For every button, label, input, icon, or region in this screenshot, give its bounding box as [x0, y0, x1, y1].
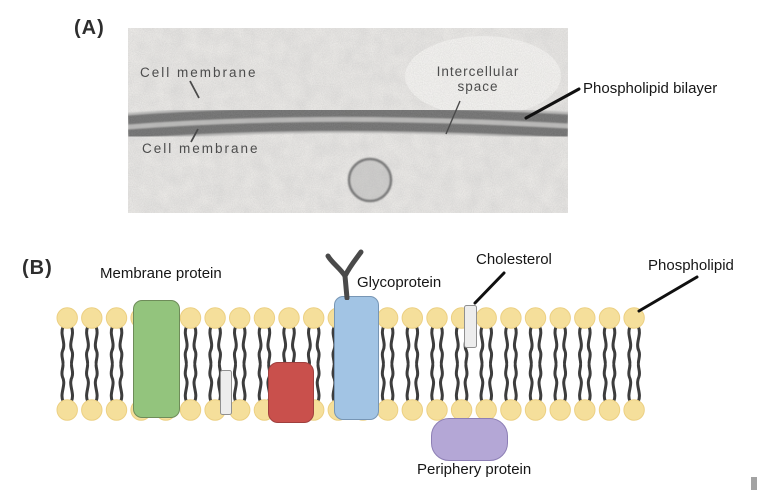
phospholipid-bilayer-callout: Phospholipid bilayer [583, 80, 718, 97]
cell-membrane-label-top: Cell membrane [140, 65, 258, 80]
electron-micrograph: Cell membrane Cell membrane Intercellula… [126, 28, 569, 213]
panel-b-tag: (B) [22, 257, 53, 279]
inner-protein-shape [268, 362, 314, 423]
periphery-protein-shape [431, 418, 508, 461]
phospholipid-callout: Phospholipid [648, 257, 734, 274]
cholesterol-callout: Cholesterol [476, 251, 552, 268]
cell-membrane-label-bottom: Cell membrane [142, 141, 260, 156]
membrane-protein-shape [133, 300, 180, 418]
micrograph-arrows [189, 80, 461, 143]
intercellular-space-label: Intercellular space [428, 64, 528, 94]
phospholipid-pointer-line [637, 275, 699, 313]
cholesterol-lower-shape [220, 370, 232, 415]
micrograph-texture-image [126, 28, 569, 213]
phospholipid-bilayer-pointer-line [524, 87, 581, 120]
glycoprotein-callout: Glycoprotein [357, 274, 442, 291]
cholesterol-pointer-line [473, 271, 506, 305]
periphery-protein-callout: Periphery protein [417, 461, 532, 478]
intercellular-line1: Intercellular [436, 64, 520, 79]
panel-a-tag: (A) [74, 17, 105, 39]
membrane-protein-callout: Membrane protein [100, 265, 222, 282]
corner-mark [751, 477, 757, 490]
intercellular-line2: space [457, 79, 499, 94]
cholesterol-upper-shape [464, 305, 477, 348]
glycoprotein-shape [334, 296, 379, 420]
glycan-chain-icon [325, 249, 364, 300]
